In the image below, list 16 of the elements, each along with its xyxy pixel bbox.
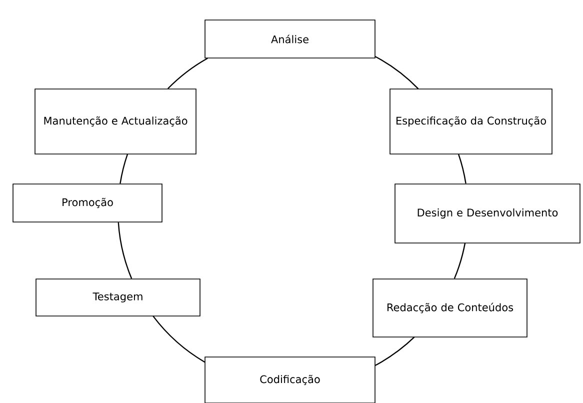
cycle-arc: [118, 222, 132, 279]
process-box: Manutenção e Actualização: [34, 88, 196, 154]
process-box: Codificação: [204, 356, 376, 403]
process-box: Testagem: [36, 278, 200, 316]
cycle-arc: [454, 242, 466, 279]
cycle-arc: [167, 58, 208, 90]
cycle-arc: [152, 316, 206, 363]
process-box: Design e Desenvolvimento: [394, 184, 580, 244]
process-box: Análise: [204, 20, 376, 58]
cycle-arc: [374, 336, 415, 366]
process-box: Especificação da Construção: [390, 88, 552, 154]
cycle-arc: [374, 56, 419, 90]
cycle-arc: [458, 154, 466, 184]
process-box: Redacção de Conteúdos: [372, 278, 528, 338]
cycle-arc: [120, 154, 128, 184]
process-box: Promoção: [12, 184, 162, 222]
